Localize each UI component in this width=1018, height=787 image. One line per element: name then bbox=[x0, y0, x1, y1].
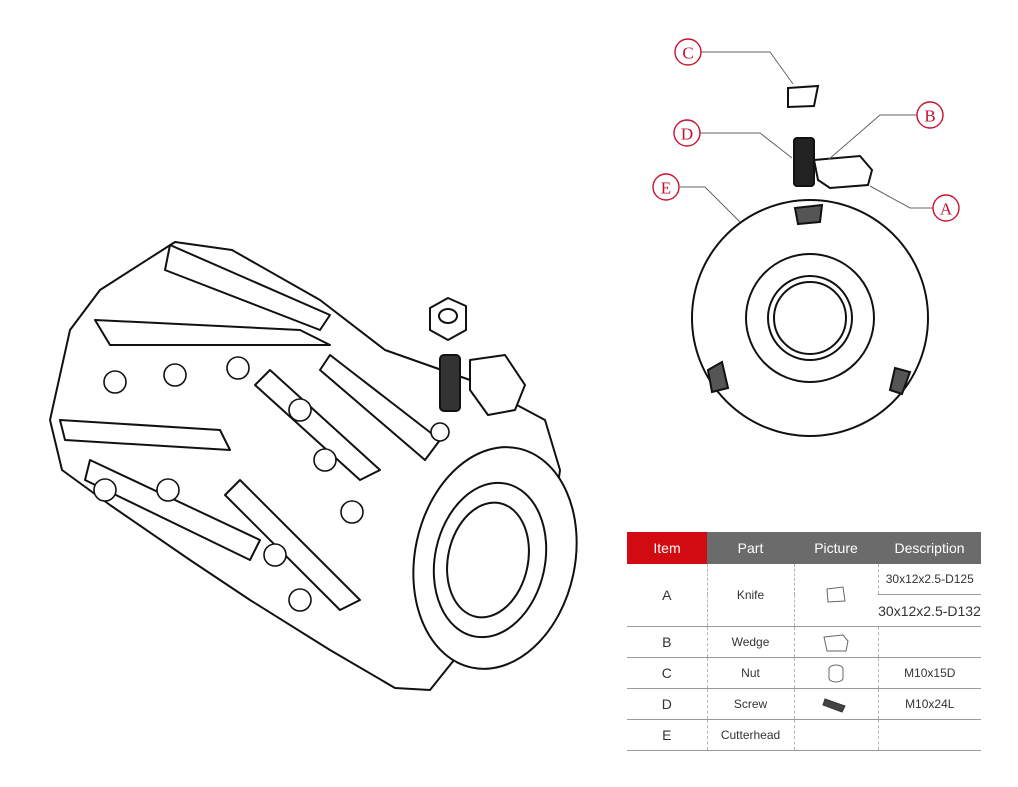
knife-icon bbox=[826, 586, 846, 603]
parts-table: Item Part Picture Description A Knife 30… bbox=[627, 532, 981, 751]
callout-label-b: B bbox=[924, 107, 935, 126]
spiral-ridge bbox=[254, 369, 381, 481]
spiral-ridge bbox=[94, 319, 331, 346]
row-item: C bbox=[627, 657, 707, 689]
callout-b bbox=[916, 101, 944, 129]
spiral-ridge bbox=[84, 459, 261, 561]
callout-label-d: D bbox=[681, 125, 693, 144]
wedge-part bbox=[469, 354, 526, 416]
row-picture bbox=[793, 719, 878, 751]
screw-part bbox=[439, 354, 461, 412]
row-picture bbox=[793, 626, 878, 658]
callout-label-e: E bbox=[661, 179, 671, 198]
header-picture: Picture bbox=[794, 532, 878, 564]
screw-hole bbox=[288, 398, 312, 422]
screw-hole bbox=[93, 478, 117, 502]
callout-label-a: A bbox=[940, 200, 953, 219]
screw-hole bbox=[103, 370, 127, 394]
wedge-icon bbox=[823, 634, 849, 652]
leader-line-d bbox=[699, 132, 793, 159]
spiral-ridge bbox=[319, 354, 441, 461]
row-description bbox=[877, 719, 981, 751]
screw-hole bbox=[430, 422, 450, 442]
table-row: C Nut M10x15D bbox=[627, 657, 981, 689]
callout-a bbox=[932, 194, 960, 222]
row-picture bbox=[793, 688, 878, 720]
table-row: A Knife 30x12x2.5-D125 bbox=[627, 564, 981, 627]
screw-hole bbox=[313, 448, 337, 472]
row-part: Nut bbox=[706, 657, 794, 689]
row-item: E bbox=[627, 719, 707, 751]
row-item: A bbox=[627, 564, 707, 627]
spiral-ridge bbox=[224, 479, 361, 611]
side-knife bbox=[888, 366, 912, 396]
callout-e bbox=[652, 173, 680, 201]
row-description bbox=[877, 626, 981, 658]
table-row: 30x12x2.5-D132 bbox=[627, 594, 981, 627]
table-row: B Wedge bbox=[627, 626, 981, 658]
callout-label-c: C bbox=[682, 44, 693, 63]
spiral-ridge bbox=[59, 419, 231, 451]
row-part: Cutterhead bbox=[706, 719, 794, 751]
row-item: D bbox=[627, 688, 707, 720]
callout-c bbox=[674, 38, 702, 66]
leader-line-a bbox=[869, 185, 935, 209]
screw-hole bbox=[263, 543, 287, 567]
nut-thread bbox=[438, 308, 458, 324]
table-row: E Cutterhead bbox=[627, 719, 981, 751]
row-description: M10x15D bbox=[877, 657, 981, 689]
side-knife bbox=[706, 360, 730, 394]
row-part: Wedge bbox=[706, 626, 794, 658]
side-view-bore-inner bbox=[773, 281, 847, 355]
side-knife bbox=[793, 203, 824, 226]
row-part: Screw bbox=[706, 688, 794, 720]
screw-icon bbox=[822, 698, 846, 713]
screw-hole bbox=[163, 363, 187, 387]
callout-d bbox=[673, 119, 701, 147]
screw-hole bbox=[288, 588, 312, 612]
header-description: Description bbox=[878, 532, 981, 564]
row-description: M10x24L bbox=[877, 688, 981, 720]
exploded-screw bbox=[793, 137, 815, 187]
exploded-wedge-knife bbox=[812, 154, 874, 190]
header-part: Part bbox=[707, 532, 794, 564]
leader-line-c bbox=[701, 51, 794, 85]
row-picture bbox=[793, 564, 878, 627]
leader-line-e bbox=[680, 186, 741, 223]
header-item: Item bbox=[627, 532, 707, 564]
row-description: 30x12x2.5-D132 bbox=[878, 594, 981, 627]
table-header-row: Item Part Picture Description bbox=[627, 532, 981, 564]
screw-hole bbox=[156, 478, 180, 502]
row-part: Knife bbox=[706, 564, 794, 627]
exploded-nut bbox=[787, 84, 820, 109]
nut-icon bbox=[828, 664, 844, 683]
row-item: B bbox=[627, 626, 707, 658]
leader-line-b bbox=[827, 114, 917, 161]
cutterhead-bore bbox=[446, 501, 530, 619]
screw-hole bbox=[340, 500, 364, 524]
screw-hole bbox=[226, 356, 250, 380]
row-picture bbox=[793, 657, 878, 689]
row-description: 30x12x2.5-D125 bbox=[877, 564, 981, 596]
table-row: D Screw M10x24L bbox=[627, 688, 981, 720]
spiral-ridge bbox=[164, 244, 331, 331]
